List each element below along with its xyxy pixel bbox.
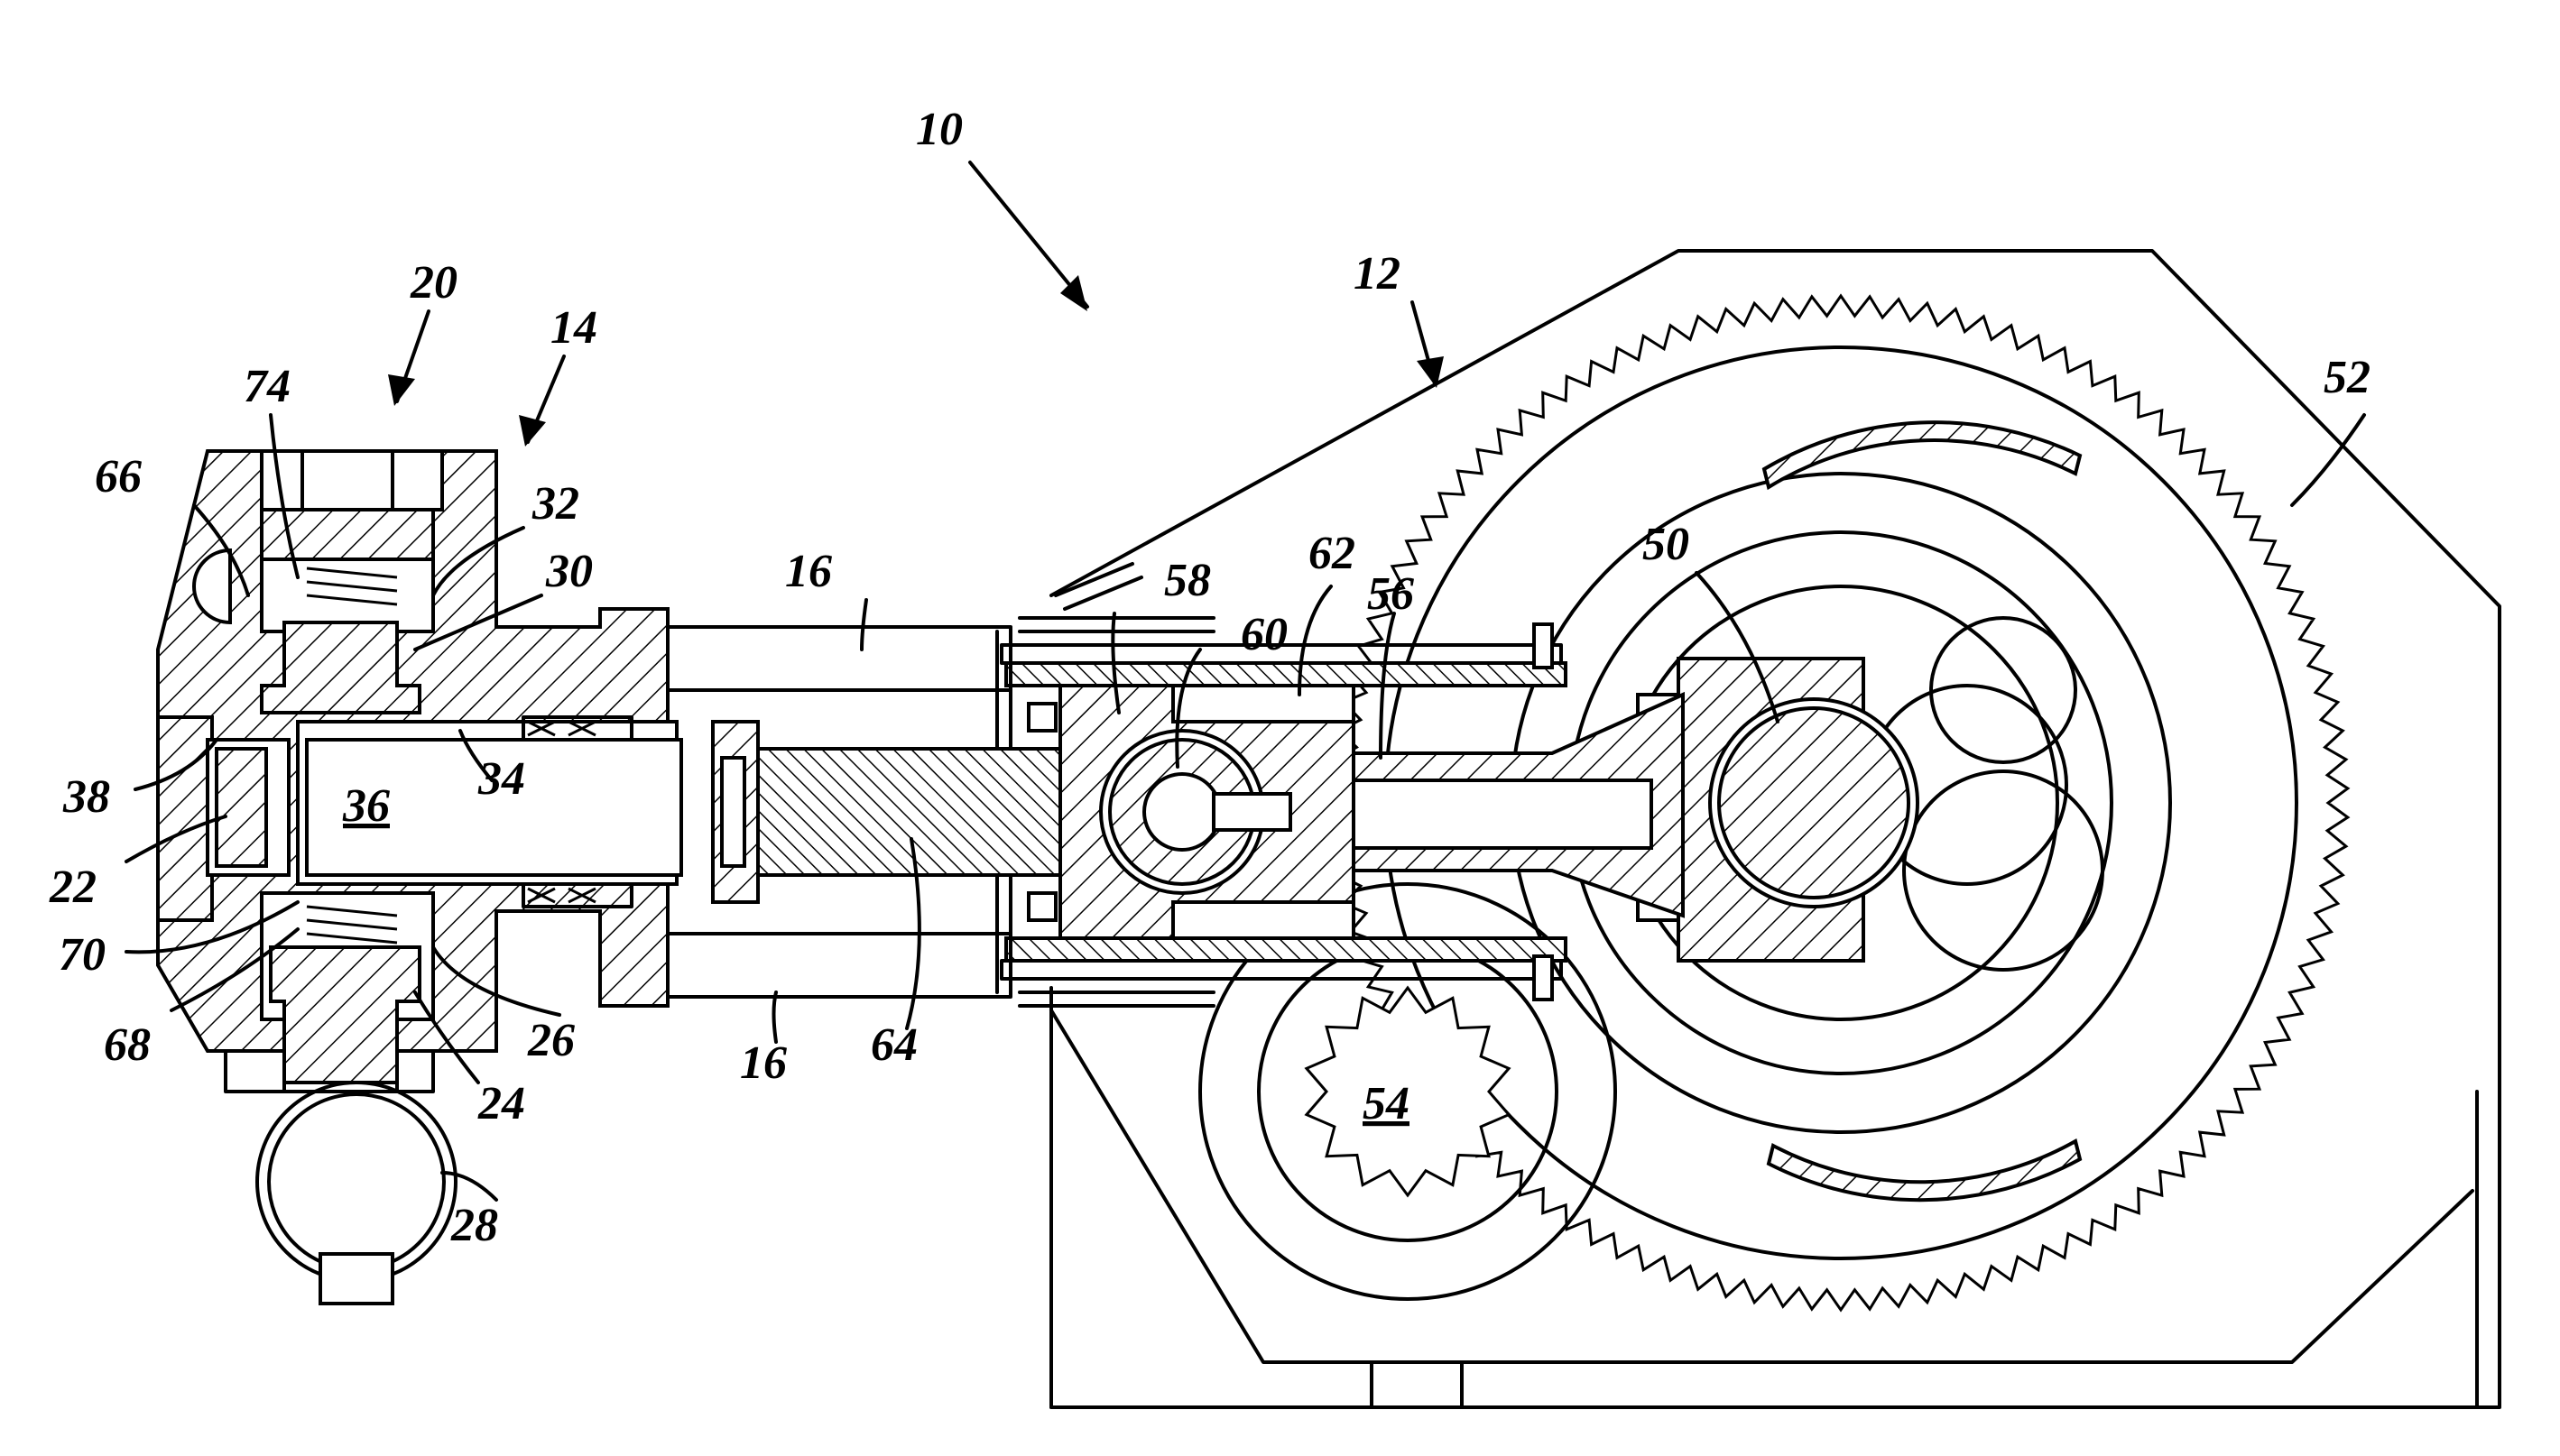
label-54: 54: [1363, 1078, 1409, 1129]
label-74: 74: [244, 361, 291, 412]
label-14: 14: [550, 302, 597, 354]
label-30: 30: [545, 546, 593, 597]
label-20: 20: [410, 257, 457, 309]
label-28: 28: [450, 1200, 498, 1251]
label-16-upper: 16: [785, 546, 832, 597]
label-68: 68: [104, 1019, 151, 1071]
label-10: 10: [916, 104, 963, 155]
label-70: 70: [59, 929, 106, 981]
label-34: 34: [477, 753, 525, 805]
label-66: 66: [95, 451, 142, 502]
label-50: 50: [1642, 519, 1689, 570]
label-56: 56: [1367, 568, 1414, 620]
label-22: 22: [49, 862, 97, 913]
label-26: 26: [527, 1015, 575, 1066]
label-58: 58: [1164, 555, 1211, 606]
crosshead: [1029, 686, 1354, 938]
label-16-lower: 16: [740, 1037, 787, 1089]
label-32: 32: [531, 478, 579, 530]
label-38: 38: [62, 771, 110, 823]
label-62: 62: [1308, 528, 1355, 579]
label-24: 24: [477, 1078, 525, 1129]
label-36: 36: [342, 780, 390, 832]
label-64: 64: [871, 1019, 918, 1071]
plunger: [713, 722, 1060, 902]
label-12: 12: [1354, 248, 1400, 299]
fluid-end: [158, 451, 681, 1304]
label-60: 60: [1241, 609, 1288, 660]
label-52: 52: [2324, 352, 2371, 403]
